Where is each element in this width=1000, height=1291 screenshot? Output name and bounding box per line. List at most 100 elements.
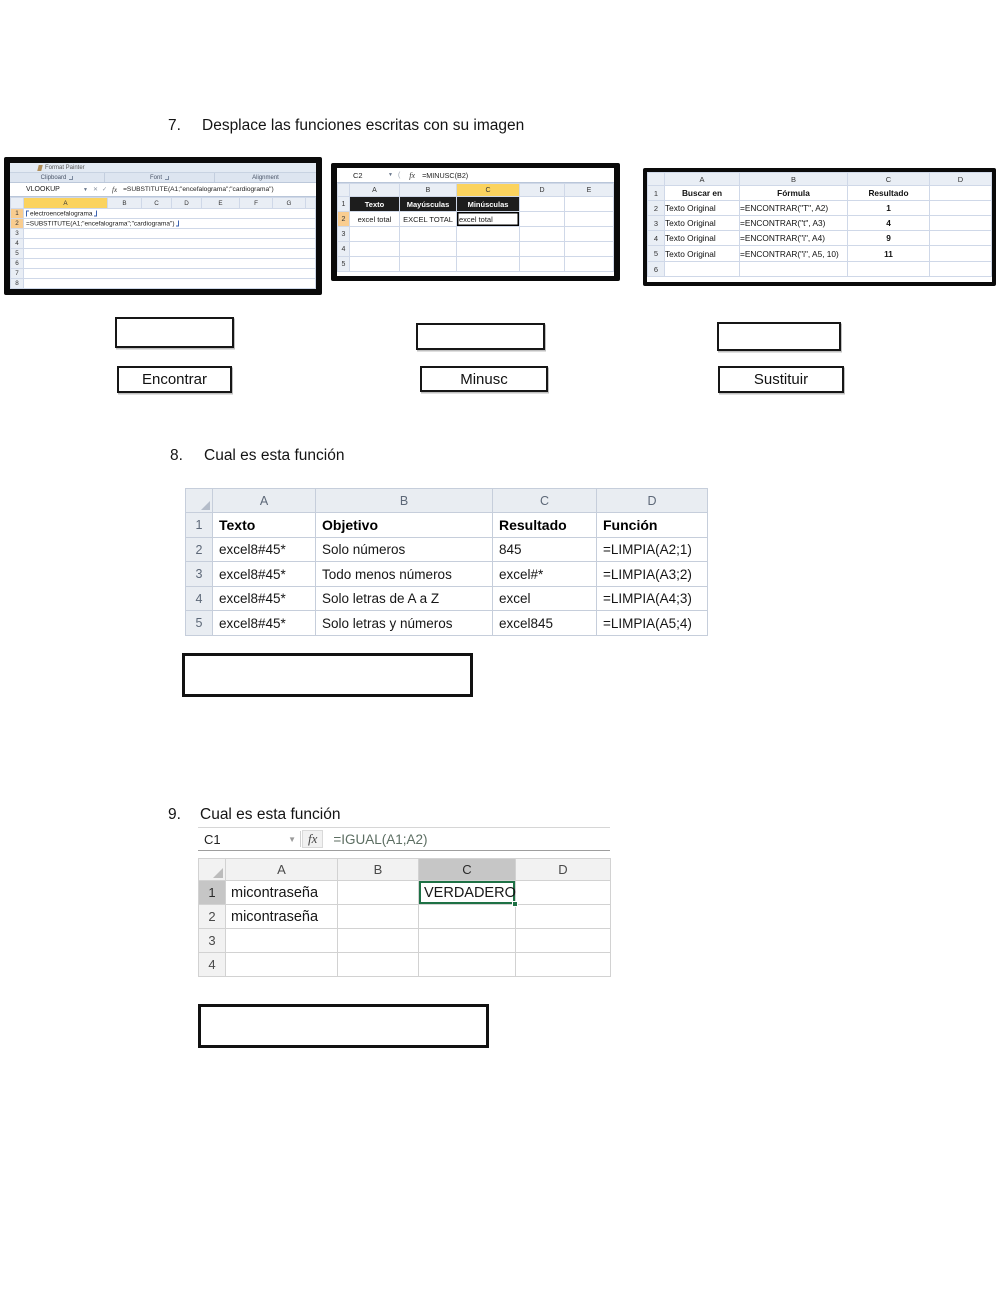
excel-screenshot-substitute: Format Painter Clipboard Font Alignment … [4,157,322,295]
cell-b5: Solo letras y números [315,610,493,636]
column-header-a: A [212,488,316,513]
cell-a1: electroencefalograma [23,208,316,219]
drop-slot-minusc[interactable] [416,323,545,350]
column-header-a: A [349,183,400,197]
cell-d4 [929,230,992,246]
cell-c1: Minúsculas [456,196,520,212]
cell-e2 [564,211,614,227]
empty-cell [456,256,520,272]
cell-a3: excel8#45* [212,561,316,587]
column-header-d: D [171,197,202,209]
cell-a1-content: electroencefalograma [26,210,97,217]
name-box-dropdown-icon: ▼ [388,172,393,178]
cell-c1: Resultado [847,185,930,201]
row-header-1: 1 [337,196,350,212]
cell-b1: Mayúsculas [399,196,457,212]
cell-a2-text: =SUBSTITUTE(A1;"encefalograma";"cardiogr… [26,220,175,227]
cell-b3: =ENCONTRAR("t", A3) [739,215,848,231]
row-header-8: 8 [10,278,24,289]
empty-cell [929,261,992,277]
column-header-c: C [141,197,172,209]
column-header-f: F [239,197,273,209]
row-header-5: 5 [10,248,24,259]
row-header-1: 1 [185,512,213,538]
question-8-text: Cual es esta función [204,447,345,464]
column-header-blank [305,197,316,209]
empty-cell [337,928,419,953]
row-header-5: 5 [647,245,665,262]
cell-a2: Texto Original [664,200,740,216]
answer-input-q8[interactable] [182,653,473,697]
cell-b2: Solo números [315,537,493,562]
drop-slot-sustituir[interactable] [717,322,841,351]
cell-a5: Texto Original [664,245,740,262]
fx-icon: fx [112,185,118,194]
formula-bar: C2 ▼ ( fx =MINUSC(B2) [337,168,614,183]
cell-d2 [929,200,992,216]
igual-spreadsheet: A B C D 1 micontraseña VERDADERO 2 micon… [198,858,611,977]
drop-slot-encontrar[interactable] [115,317,234,348]
cell-c1-selected: VERDADERO [418,880,518,907]
cell-d2: =LIMPIA(A2;1) [596,537,708,562]
question-7-heading: 7.Desplace las funciones escritas con su… [168,117,524,135]
cell-c4: 9 [847,230,930,246]
empty-cell [564,226,614,242]
ribbon-group-font-label: Font [149,174,162,181]
row-header-2: 2 [198,904,226,929]
drag-label-sustituir[interactable]: Sustituir [718,366,844,393]
cell-b2: =ENCONTRAR("T", A2) [739,200,848,216]
column-header-c: C [847,172,930,186]
empty-cell [418,928,516,953]
empty-cell [349,241,400,257]
row-header-5: 5 [185,610,213,636]
row-header-2: 2 [647,200,665,216]
empty-cell [739,261,848,277]
cell-c5: excel845 [492,610,597,636]
drag-label-encontrar[interactable]: Encontrar [117,366,232,393]
empty-cell [847,261,930,277]
cell-d5 [929,245,992,262]
ribbon-group-labels: Clipboard Font Alignment [10,173,316,183]
answer-input-q9[interactable] [198,1004,489,1048]
column-header-d: D [515,858,611,881]
empty-cell [519,241,565,257]
empty-cell [519,256,565,272]
cell-a3: Texto Original [664,215,740,231]
question-9-number: 9. [168,806,181,823]
cell-d1: Función [596,512,708,538]
empty-cell [349,226,400,242]
cell-c3: 4 [847,215,930,231]
empty-row [23,238,316,249]
row-header-2: 2 [185,537,213,562]
empty-cell [399,256,457,272]
cell-b3: Todo menos números [315,561,493,587]
cell-b2: EXCEL TOTAL [399,211,457,227]
cell-a2: excel8#45* [212,537,316,562]
empty-cell [564,241,614,257]
cell-c2-selected: excel total [456,211,520,227]
row-header-4: 4 [198,952,226,977]
cell-d3 [929,215,992,231]
question-9-text: Cual es esta función [200,806,341,823]
format-painter-icon [37,164,43,171]
empty-row [23,248,316,259]
empty-cell [515,952,611,977]
column-header-c: C [418,858,516,881]
excel-screenshot-encontrar: A B C D 1 Buscar en Fórmula Resultado 2 … [643,168,996,286]
empty-cell [418,952,516,977]
column-header-b: B [739,172,848,186]
format-painter-label: Format Painter [45,164,85,171]
question-8-number: 8. [170,447,183,464]
row-header-4: 4 [337,241,350,257]
column-header-d: D [596,488,708,513]
empty-cell [399,226,457,242]
empty-cell [225,928,338,953]
name-box: VLOOKUP [26,186,60,193]
cell-a1: micontraseña [225,880,338,905]
cell-e1 [564,196,614,212]
cell-c3: excel#* [492,561,597,587]
fill-handle[interactable] [512,901,518,907]
empty-cell [399,241,457,257]
drag-label-minusc[interactable]: Minusc [420,366,548,392]
corner-cell [198,858,226,881]
